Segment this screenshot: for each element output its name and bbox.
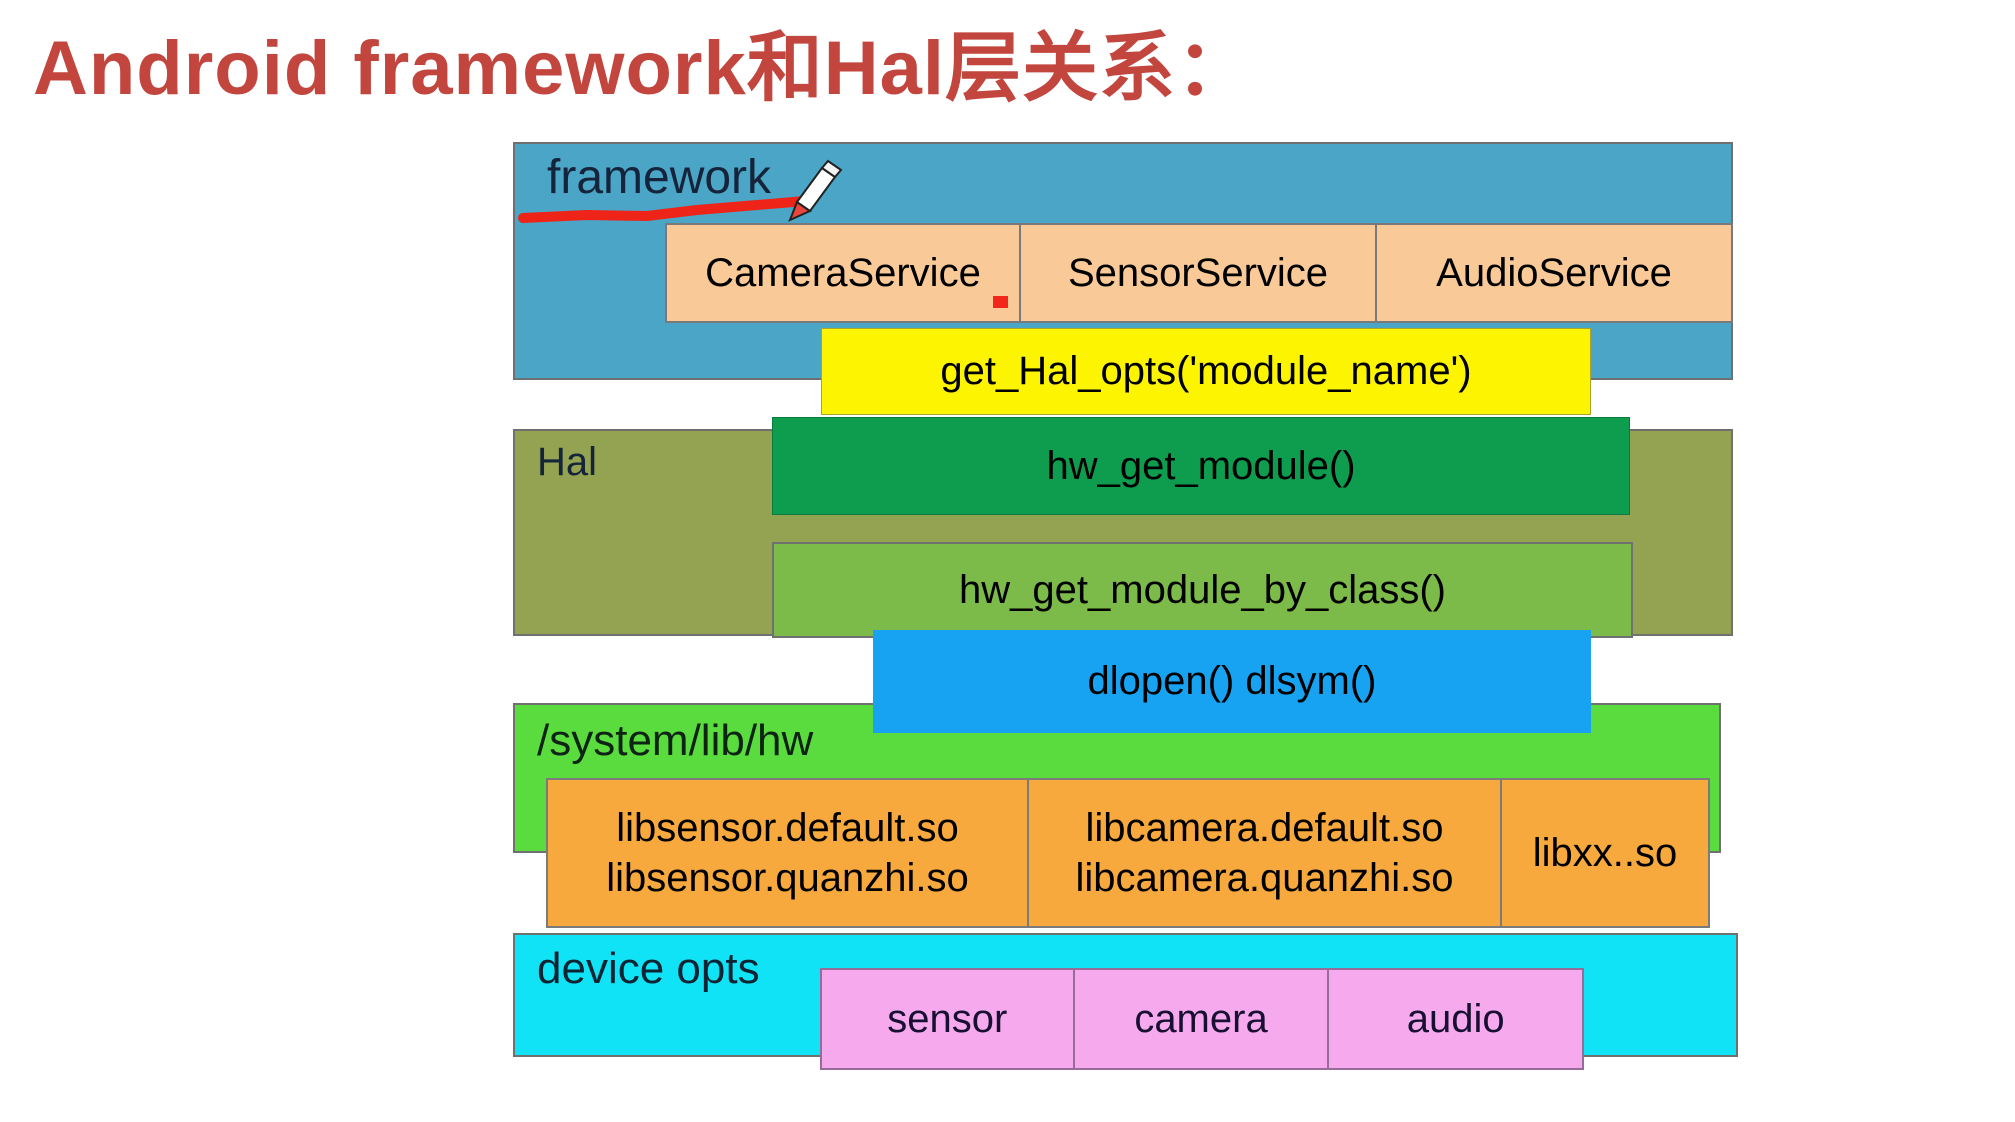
lib-line: libsensor.default.so [616,805,959,850]
device-opts-label: device opts [537,944,760,993]
lib-line: libsensor.quanzhi.so [606,856,969,900]
lib-line: libcamera.quanzhi.so [1075,856,1454,900]
get-hal-opts-box: get_Hal_opts('module_name') [821,328,1591,415]
libxx-box: libxx..so [1502,778,1710,928]
lib-line: libxx..so [1532,830,1678,875]
libsensor-box: libsensor.default.so libsensor.quanzhi.s… [546,778,1029,928]
dlopen-dlsym-box: dlopen() dlsym() [873,630,1591,733]
hw-get-module-box: hw_get_module() [772,417,1630,515]
framework-label: framework [547,151,772,204]
red-dot-annotation [993,296,1008,308]
system-lib-hw-label: /system/lib/hw [537,716,814,765]
sensor-service-box: SensorService [1021,223,1377,323]
pen-cursor-icon [788,159,843,222]
camera-device-box: camera [1074,968,1330,1070]
hal-label: Hal [537,440,598,484]
lib-line: libcamera.default.so [1085,805,1444,850]
page-title: Android framework和Hal层关系： [33,26,1254,111]
camera-service-box: CameraService [665,223,1021,323]
services-row: CameraService SensorService AudioService [665,223,1733,323]
audio-device-box: audio [1329,968,1585,1070]
devices-row: sensor camera audio [820,968,1585,1070]
libs-row: libsensor.default.so libsensor.quanzhi.s… [546,778,1710,928]
red-underline-annotation [518,196,810,223]
sensor-device-box: sensor [820,968,1075,1070]
libcamera-box: libcamera.default.so libcamera.quanzhi.s… [1029,778,1502,928]
audio-service-box: AudioService [1377,223,1733,323]
hw-get-module-by-class-box: hw_get_module_by_class() [772,542,1633,638]
